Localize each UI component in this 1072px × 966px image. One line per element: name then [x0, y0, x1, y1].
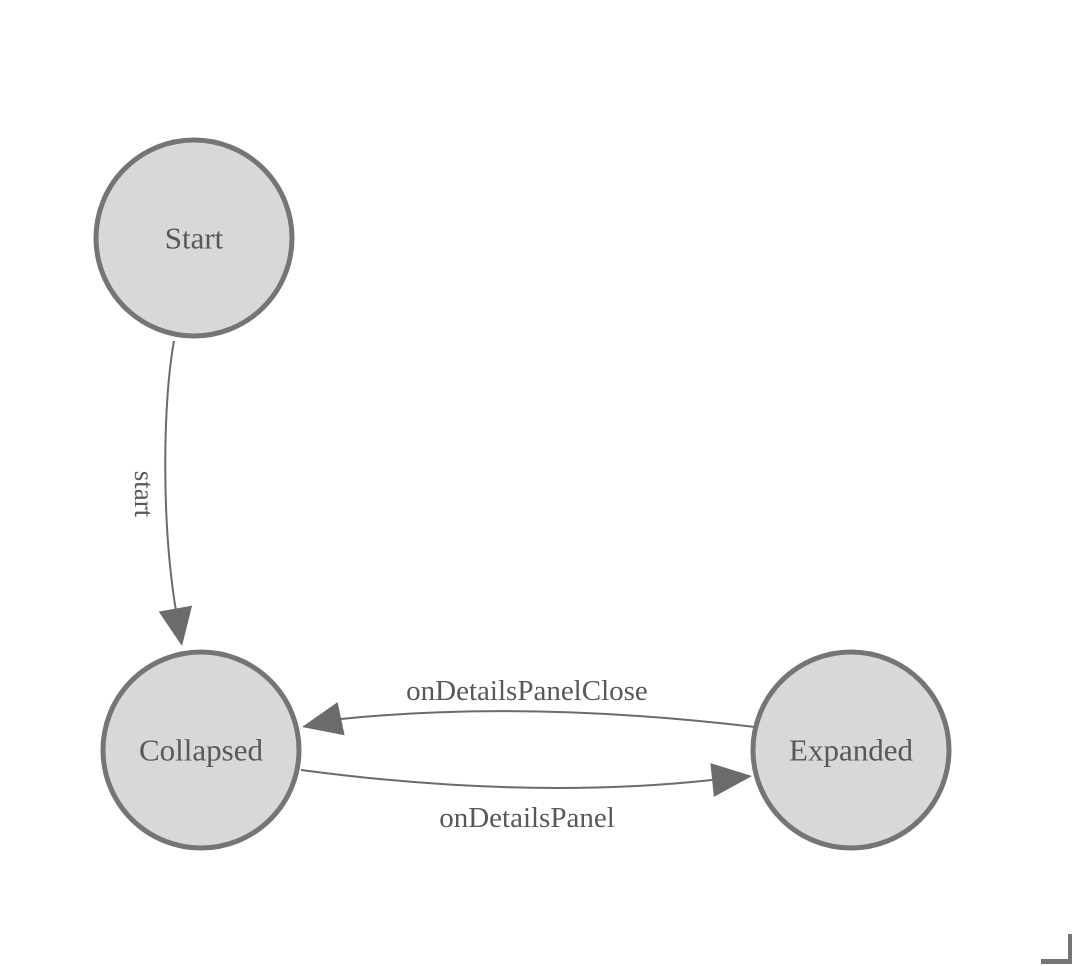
arrowhead-icon	[710, 763, 752, 797]
edge-path-start-to-collapsed	[164, 340, 177, 612]
edge-label-ondetailspanel: onDetailsPanel	[439, 802, 615, 834]
transition-edge-ondetailspanel: onDetailsPanel	[300, 763, 752, 834]
state-node-start: Start	[93, 137, 295, 339]
transition-edge-ondetailspanelclose: onDetailsPanelClose	[302, 675, 756, 736]
state-label-start: Start	[165, 221, 224, 256]
state-node-expanded: Expanded	[750, 649, 952, 851]
arrowhead-icon	[302, 702, 345, 736]
state-label-expanded: Expanded	[789, 733, 913, 768]
edge-label-start: start	[129, 471, 159, 518]
edge-path-collapsed-to-expanded	[300, 769, 713, 789]
transition-edge-start: start	[129, 340, 193, 646]
resize-corner-icon[interactable]	[1041, 934, 1072, 964]
state-label-collapsed: Collapsed	[139, 733, 263, 768]
state-circle-start	[93, 137, 295, 339]
state-circle-expanded	[750, 649, 952, 851]
state-circle-collapsed	[100, 649, 302, 851]
edge-path-expanded-to-collapsed	[340, 710, 756, 728]
state-node-collapsed: Collapsed	[100, 649, 302, 851]
edge-label-ondetailspanelclose: onDetailsPanelClose	[406, 675, 648, 707]
arrowhead-icon	[158, 605, 193, 646]
